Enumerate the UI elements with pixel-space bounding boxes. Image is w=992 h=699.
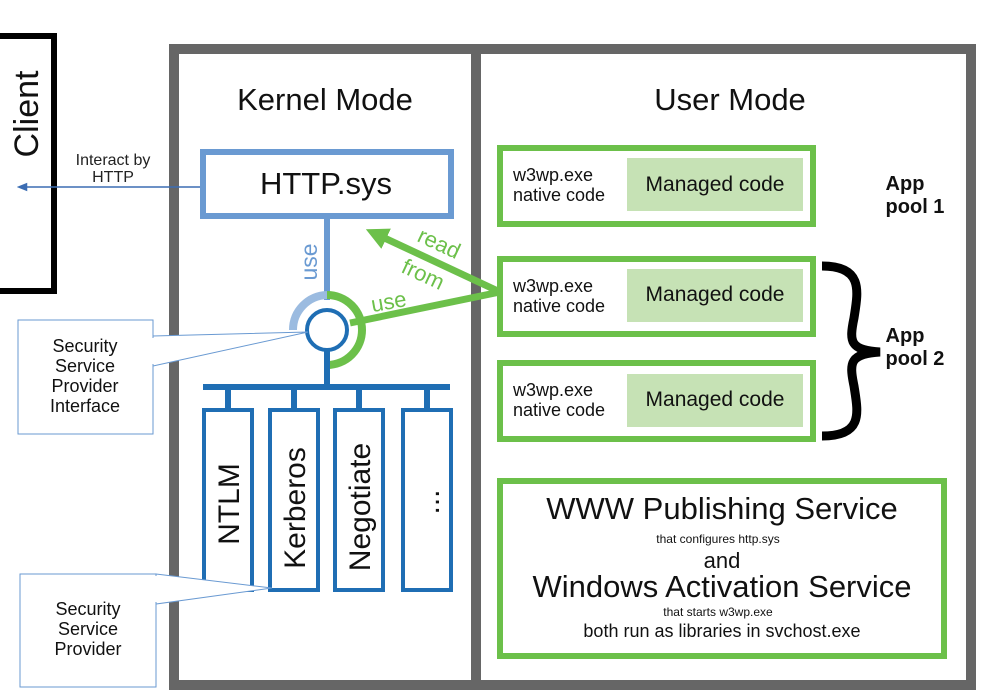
ssp-callout-line1: Security bbox=[55, 599, 120, 619]
provider-box-ntlm bbox=[202, 408, 254, 592]
client-label: Client bbox=[8, 70, 46, 157]
outer-frame bbox=[169, 44, 976, 690]
use-vertical-label: use bbox=[296, 243, 322, 280]
sspi-callout-pointer bbox=[152, 331, 309, 367]
worker-exe-label: w3wp.exe bbox=[512, 380, 593, 400]
worker-native-label: native code bbox=[513, 185, 605, 205]
provider-box-more bbox=[401, 408, 453, 592]
app-pool-1-line1: App bbox=[886, 173, 925, 195]
www-configures-label: that configures http.sys bbox=[656, 532, 779, 546]
app-pool-2-line2: pool 2 bbox=[886, 348, 945, 370]
provider-label-more: ... bbox=[413, 489, 446, 514]
managed-code-label: Managed code bbox=[646, 173, 785, 196]
sspi-callout-line4: Interface bbox=[50, 396, 120, 416]
was-starts-label: that starts w3wp.exe bbox=[663, 605, 773, 619]
sspi-callout-line3: Provider bbox=[51, 376, 118, 396]
provider-box-negotiate bbox=[333, 408, 385, 592]
client-bracket bbox=[0, 33, 57, 294]
worker-exe-label: w3wp.exe bbox=[512, 165, 593, 185]
sspi-callout-box bbox=[17, 319, 154, 435]
was-title: Windows Activation Service bbox=[532, 569, 911, 604]
app-pool-2-line1: App bbox=[886, 325, 925, 347]
interact-label-line1: Interact by bbox=[76, 152, 151, 169]
managed-code-box bbox=[627, 374, 803, 427]
from-label: from bbox=[398, 254, 448, 295]
app-pool-1-line2: pool 1 bbox=[886, 196, 945, 218]
ssp-callout-line3: Provider bbox=[54, 639, 121, 659]
use-green-label: use bbox=[369, 286, 408, 317]
svchost-label: both run as libraries in svchost.exe bbox=[583, 621, 860, 641]
app-pool-2-brace bbox=[821, 261, 881, 441]
provider-label-kerberos: Kerberos bbox=[279, 447, 312, 569]
provider-box-kerberos bbox=[268, 408, 320, 592]
sspi-green-arc bbox=[326, 291, 366, 369]
managed-code-label: Managed code bbox=[646, 388, 785, 411]
use-green-line bbox=[349, 288, 501, 327]
user-mode-title: User Mode bbox=[654, 82, 806, 117]
sspi-circle bbox=[305, 308, 349, 352]
sspi-callout-line1: Security bbox=[52, 336, 117, 356]
provider-label-ntlm: NTLM bbox=[213, 463, 246, 545]
managed-code-box bbox=[627, 269, 803, 322]
worker-native-label: native code bbox=[513, 400, 605, 420]
ssp-callout-box bbox=[19, 573, 157, 688]
managed-code-label: Managed code bbox=[646, 283, 785, 306]
ssp-callout-line2: Service bbox=[58, 619, 118, 639]
interact-label-line2: HTTP bbox=[92, 169, 134, 186]
www-service-box bbox=[497, 478, 947, 659]
read-from-arrow bbox=[365, 228, 502, 296]
worker-exe-label: w3wp.exe bbox=[512, 276, 593, 296]
www-and-label: and bbox=[704, 548, 741, 573]
sspi-callout-line2: Service bbox=[55, 356, 115, 376]
sspi-blue-arc bbox=[289, 291, 328, 331]
kernel-mode-title: Kernel Mode bbox=[237, 82, 413, 117]
managed-code-box bbox=[627, 158, 803, 211]
www-service-title: WWW Publishing Service bbox=[546, 491, 897, 526]
worker-native-label: native code bbox=[513, 296, 605, 316]
provider-label-negotiate: Negotiate bbox=[344, 443, 377, 571]
http-sys-label: HTTP.sys bbox=[260, 166, 392, 201]
